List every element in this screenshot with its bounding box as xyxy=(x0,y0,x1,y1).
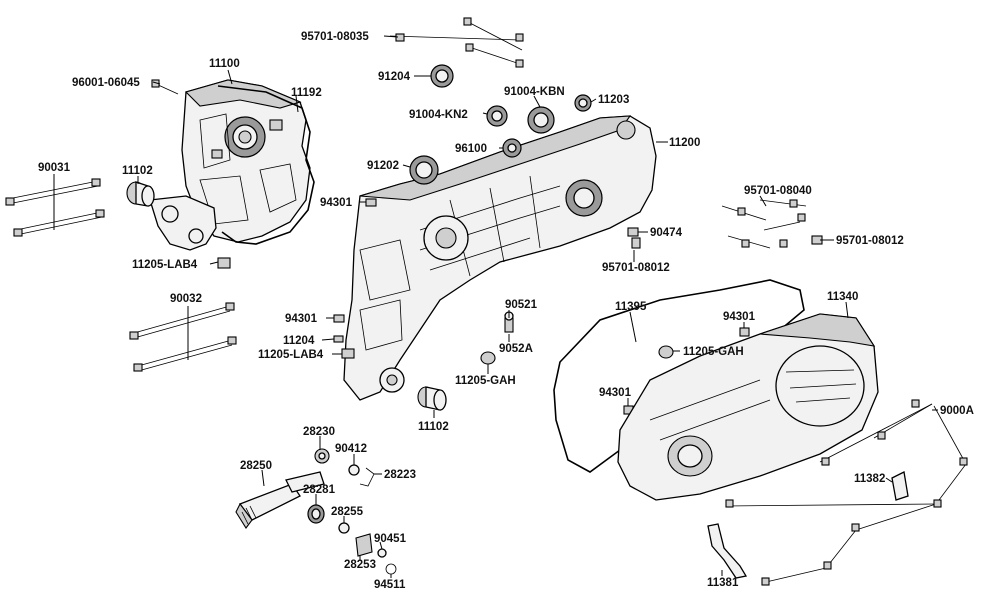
label-95701-08035: 95701-08035 xyxy=(301,31,369,43)
clip-11382 xyxy=(891,471,909,501)
label-91004-kbn: 91004-KBN xyxy=(504,86,565,98)
label-94301-a: 94301 xyxy=(320,197,353,209)
bearing-96100 xyxy=(502,138,522,158)
cap-11205-gah-b xyxy=(658,345,674,359)
stud-90032 xyxy=(129,302,237,372)
label-11205-gah-a: 11205-GAH xyxy=(683,346,744,358)
label-90032: 90032 xyxy=(170,293,202,305)
label-90451: 90451 xyxy=(374,533,407,545)
label-28223: 28223 xyxy=(384,469,416,481)
label-11382: 11382 xyxy=(854,473,885,485)
label-91004-kn2: 91004-KN2 xyxy=(409,109,468,121)
bolt-90474 xyxy=(627,227,639,237)
label-94511: 94511 xyxy=(374,579,406,591)
plug-11205-lab4-a xyxy=(217,257,231,269)
label-95701-08012-b: 95701-08012 xyxy=(836,235,904,247)
stud-90031 xyxy=(5,178,105,237)
seal-11203 xyxy=(574,94,592,112)
label-94301-b: 94301 xyxy=(285,313,318,325)
label-90521: 90521 xyxy=(505,299,538,311)
dowel-94301-a xyxy=(365,198,377,207)
bolts-95701-08035 xyxy=(389,17,524,68)
kickstart-gear-28230 xyxy=(314,448,330,464)
label-91204: 91204 xyxy=(378,71,411,83)
washer-90451 xyxy=(377,548,387,558)
bushing-11102-top xyxy=(126,181,155,207)
bolt-95701-08012-a xyxy=(631,237,641,249)
label-11205-lab4-b: 11205-LAB4 xyxy=(258,349,324,361)
label-11200: 11200 xyxy=(669,137,700,149)
label-28230: 28230 xyxy=(303,426,335,438)
plug-11205-lab4-b xyxy=(341,348,355,359)
cap-11205-gah-a xyxy=(480,351,496,365)
label-96001-06045: 96001-06045 xyxy=(72,77,140,89)
bearing-91204 xyxy=(430,64,454,88)
bracket-11381 xyxy=(707,523,748,579)
dowel-94301-c xyxy=(739,327,750,337)
label-28253: 28253 xyxy=(344,559,376,571)
label-28281: 28281 xyxy=(303,484,336,496)
left-case-gasket xyxy=(217,85,315,245)
label-11340: 11340 xyxy=(827,291,858,303)
label-94301-c: 94301 xyxy=(723,311,756,323)
label-90031: 90031 xyxy=(38,162,71,174)
left-case-mount-arm xyxy=(149,195,217,251)
bolt-96001-06045 xyxy=(151,79,179,95)
label-11381: 11381 xyxy=(707,577,739,589)
bolts-95701-08040 xyxy=(721,199,807,249)
bolts-9000a xyxy=(725,399,968,586)
bearing-91004-kn2 xyxy=(486,105,508,127)
clip-28223 xyxy=(359,467,375,487)
label-90412: 90412 xyxy=(335,443,367,455)
label-11100: 11100 xyxy=(209,58,240,70)
label-91202: 91202 xyxy=(367,160,399,172)
bushing-11102-bottom xyxy=(417,386,447,411)
washer-90412 xyxy=(348,464,360,476)
label-90474: 90474 xyxy=(650,227,683,239)
bushing-28281 xyxy=(307,504,325,524)
right-crankcase-half xyxy=(343,115,657,401)
kickstart-spindle-28250 xyxy=(235,471,325,529)
leader-lines xyxy=(53,35,938,578)
label-11102-bottom: 11102 xyxy=(418,421,449,433)
label-96100: 96100 xyxy=(455,143,487,155)
label-11192: 11192 xyxy=(291,87,322,99)
label-28250: 28250 xyxy=(240,460,272,472)
label-11203: 11203 xyxy=(598,94,629,106)
bearing-91004-kbn xyxy=(527,106,555,134)
washer-28255 xyxy=(338,522,350,534)
part-labels: 95701-08035 96001-06045 11100 91204 1119… xyxy=(38,31,974,591)
label-11204: 11204 xyxy=(283,335,315,347)
label-28255: 28255 xyxy=(331,506,364,518)
dowel-94301-b xyxy=(333,314,345,323)
label-11102-top: 11102 xyxy=(122,165,153,177)
label-9000a: 9000A xyxy=(940,405,974,417)
label-94301-d: 94301 xyxy=(599,387,632,399)
bearing-91202 xyxy=(409,155,439,185)
bushing-28253 xyxy=(355,533,373,557)
label-11395: 11395 xyxy=(615,301,647,313)
transmission-cover-11340 xyxy=(617,313,879,501)
label-95701-08040: 95701-08040 xyxy=(744,185,812,197)
clip-94511 xyxy=(385,563,397,575)
label-9052a: 9052A xyxy=(499,343,533,355)
left-crankcase-half xyxy=(181,79,311,243)
label-95701-08012-a: 95701-08012 xyxy=(602,262,670,274)
label-11205-lab4-a: 11205-LAB4 xyxy=(132,259,198,271)
label-11205-gah-b: 11205-GAH xyxy=(455,375,516,387)
plug-11204 xyxy=(333,335,344,343)
